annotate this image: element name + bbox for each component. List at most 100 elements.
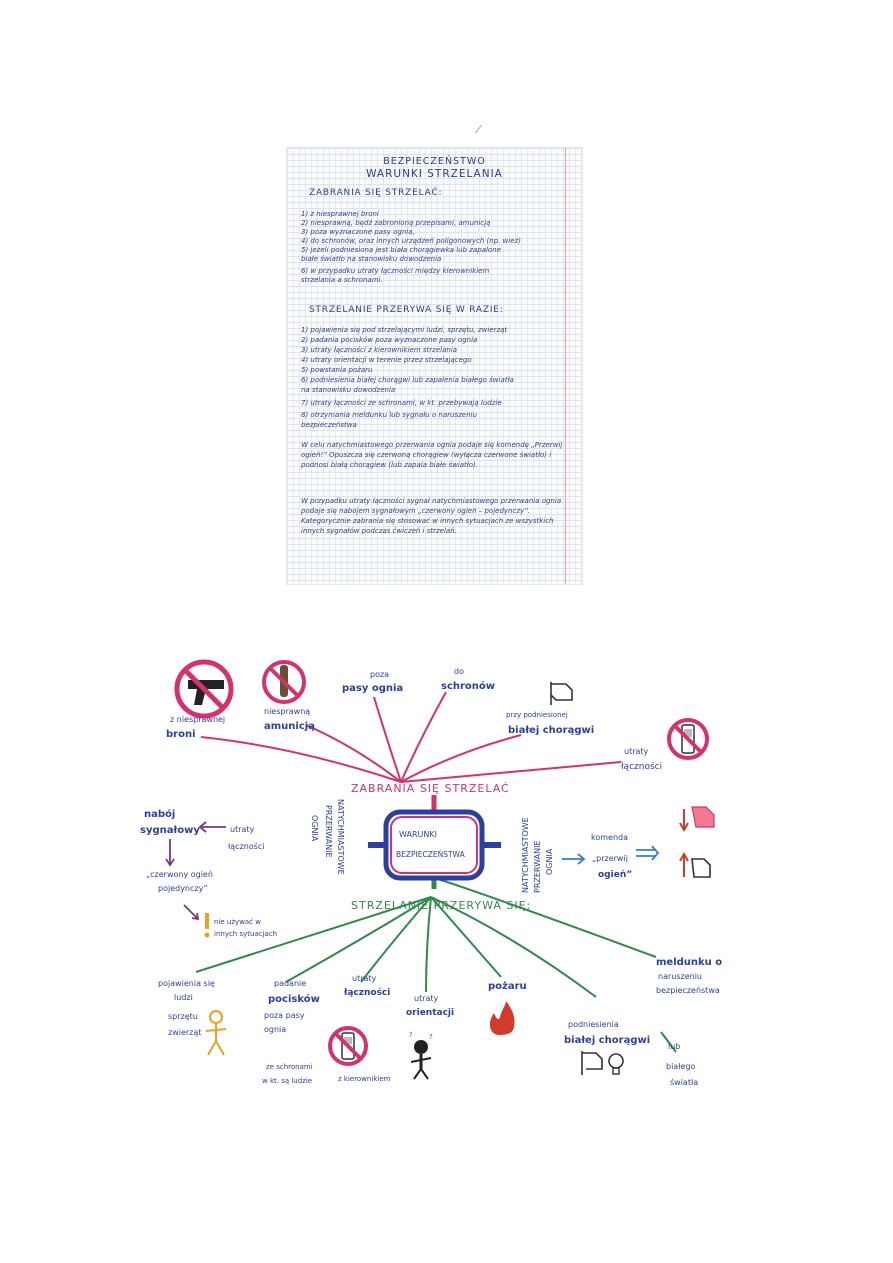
- notes-list2-item: 4) utraty orientacji w terenie przez str…: [301, 356, 472, 364]
- notes-paragraph-przerwij: W celu natychmiastowego przerwania ognia…: [301, 441, 563, 469]
- label-czerwony-ogien: „czerwony ogień: [146, 870, 213, 879]
- label-nie-uzywac: nie używać w: [214, 918, 261, 926]
- notes-list1-item: 6) w przypadku utraty łączności między k…: [301, 267, 490, 275]
- notes-list1-item: 5) jeżeli podniesiona jest biała chorągi…: [301, 246, 501, 254]
- notes-list2-item: 1) pojawienia się pod strzelającymi ludz…: [301, 326, 508, 334]
- handwritten-notes-page: BEZPIECZEŃSTWO WARUNKI STRZELANIA ZABRAN…: [287, 124, 582, 584]
- notebook-margin-line: [565, 148, 566, 584]
- label-bezpieczenstwa: bezpieczeństwa: [656, 986, 720, 995]
- notes-list2-item: na stanowisku dowodzenia: [301, 386, 396, 394]
- label-pojawienia: pojawienia się: [158, 979, 215, 988]
- exclamation-icon: [204, 913, 210, 938]
- top-branches: [200, 691, 622, 783]
- label-utraty-top: utraty: [624, 747, 649, 756]
- right-vertical-1: NATYCHMIASTOWE: [521, 817, 530, 893]
- no-phone-icon: [667, 718, 709, 760]
- label-pozaru: pożaru: [488, 981, 527, 992]
- label-w-kt-sa-ludzie: w kt. są ludzie: [262, 1077, 312, 1085]
- label-do: do: [454, 667, 464, 676]
- label-sygnalowy: sygnałowy: [140, 825, 200, 836]
- center-box: WARUNKI BEZPIECZEŃSTWA: [368, 795, 501, 889]
- label-swiatla: światła: [670, 1077, 698, 1087]
- notes-section-przerywa: STRZELANIE PRZERYWA SIĘ W RAZIE:: [309, 305, 504, 315]
- label-utraty-orientacji-1: utraty: [414, 994, 439, 1003]
- svg-text:?: ?: [409, 1031, 413, 1039]
- white-flag-icon: [550, 682, 573, 705]
- left-vertical-label: NATYCHMIASTOWE PRZERWANIE OGNIA: [310, 799, 345, 875]
- label-amunicja: amunicją: [264, 721, 315, 732]
- notes-title-line1: BEZPIECZEŃSTWO: [383, 156, 486, 167]
- red-flag-down-icon: [679, 806, 715, 833]
- label-broni: broni: [166, 729, 196, 740]
- no-gun-icon: [174, 659, 234, 719]
- notes-list1-item: 2) niesprawną, będź zabronioną przepisam…: [301, 219, 491, 227]
- label-zwierzat: zwierząt: [168, 1028, 201, 1037]
- notes-list1-item: białe światło na stanowisku dowodzenia: [301, 255, 442, 263]
- notes-list2-item: 2) padania pocisków poza wyznaczone pasy…: [301, 336, 478, 344]
- left-vertical-1: NATYCHMIASTOWE: [336, 799, 345, 875]
- label-pociskow: pocisków: [268, 993, 320, 1005]
- label-naruszeniu: naruszeniu: [658, 972, 702, 981]
- label-bialego: białego: [666, 1062, 695, 1071]
- no-phone-bottom-icon: [328, 1026, 368, 1066]
- label-utraty-lacznosci-2: łączności: [343, 987, 390, 998]
- label-ze-schronami: ze schronami: [266, 1063, 313, 1071]
- right-vertical-label: NATYCHMIASTOWE PRZERWANIE OGNIA: [521, 817, 554, 893]
- notes-list2-item: 8) otrzymania meldunku lub sygnału o nar…: [301, 411, 477, 419]
- label-przy-podniesionej: przy podniesionej: [506, 711, 568, 719]
- label-padanie: padanie: [274, 979, 306, 988]
- left-vertical-2: PRZERWANIE: [324, 805, 333, 858]
- notes-list2-item: 3) utraty łączności z kierownikiem strze…: [301, 346, 458, 354]
- left-arrows: [165, 821, 226, 921]
- label-utraty-lacznosci-1: utraty: [352, 974, 377, 983]
- center-label-1: WARUNKI: [399, 830, 437, 839]
- right-vertical-3: OGNIA: [545, 848, 554, 875]
- mindmap-drawing: WARUNKI BEZPIECZEŃSTWA ZABRANIA SIĘ STRZ…: [136, 637, 760, 1099]
- label-utraty-orientacji-2: orientacji: [406, 1008, 454, 1018]
- notes-list2-item: 6) podniesienia białej chorągwi lub zapa…: [301, 376, 514, 384]
- heading-zabrania: ZABRANIA SIĘ STRZELAĆ: [351, 782, 510, 795]
- notes-list1-item: strzelania a schronami.: [301, 276, 383, 284]
- label-bialej-choragwi: białej chorągwi: [508, 725, 594, 736]
- label-innych-sytuacjach: innych sytuacjach: [214, 930, 277, 938]
- label-utraty-left: utraty: [230, 825, 255, 834]
- label-komenda: komenda: [591, 833, 628, 842]
- notes-paragraph-sygnal: W przypadku utraty łączności sygnał naty…: [301, 497, 562, 535]
- label-ludzi: ludzi: [174, 993, 193, 1002]
- label-ognia-bottom: ognia: [264, 1025, 286, 1034]
- notes-list1-item: 3) poza wyznaczone pasy ognia,: [301, 228, 415, 236]
- flag-and-bulb-icon: [581, 1051, 624, 1075]
- label-meldunku: meldunku o: [656, 957, 722, 968]
- no-ammo-icon: [262, 660, 306, 704]
- right-arrows: [562, 845, 660, 865]
- label-schronow: schronów: [441, 680, 495, 692]
- heading-przerywa: STRZELANIE PRZERYWA SIĘ:: [351, 899, 531, 912]
- label-ogien: ogień”: [598, 870, 632, 880]
- label-sprzetu: sprzętu: [168, 1012, 198, 1021]
- notes-title-line2: WARUNKI STRZELANIA: [366, 168, 503, 180]
- label-lacznosci-top: łączności: [621, 761, 662, 772]
- fire-icon: [489, 1001, 515, 1035]
- right-vertical-2: PRZERWANIE: [533, 841, 542, 894]
- label-pasy-ognia: pasy ognia: [342, 683, 403, 694]
- notes-list2-item: bezpieczeństwa: [301, 421, 357, 429]
- notes-list2-item: 7) utraty łączności ze schronami, w kt. …: [301, 399, 502, 407]
- notes-section-zabrania: ZABRANIA SIĘ STRZELAĆ:: [309, 188, 443, 198]
- center-label-2: BEZPIECZEŃSTWA: [396, 850, 466, 859]
- white-flag-up-icon: [679, 851, 711, 878]
- notes-list2-item: 5) powstania pożaru: [301, 366, 373, 374]
- label-lub: lub: [668, 1042, 680, 1051]
- left-vertical-3: OGNIA: [310, 815, 319, 842]
- label-naboj: nabój: [144, 808, 175, 820]
- confused-figure-icon: ? ?: [409, 1031, 433, 1080]
- label-poza-pasy: poza pasy: [264, 1011, 305, 1020]
- label-bialej-choragwi-bottom: białej chorągwi: [564, 1035, 650, 1046]
- person-icon: [205, 1010, 227, 1056]
- pen-mark: [475, 124, 482, 134]
- label-niesprawnej: z niesprawnej: [170, 715, 225, 724]
- label-poza: poza: [370, 670, 389, 679]
- label-przerwij: „przerwij: [592, 854, 628, 863]
- label-podniesienia: podniesienia: [568, 1020, 619, 1029]
- label-z-kierownikiem: z kierownikiem: [338, 1075, 391, 1083]
- notes-list1-item: 1) z niesprawnej broni: [301, 210, 379, 218]
